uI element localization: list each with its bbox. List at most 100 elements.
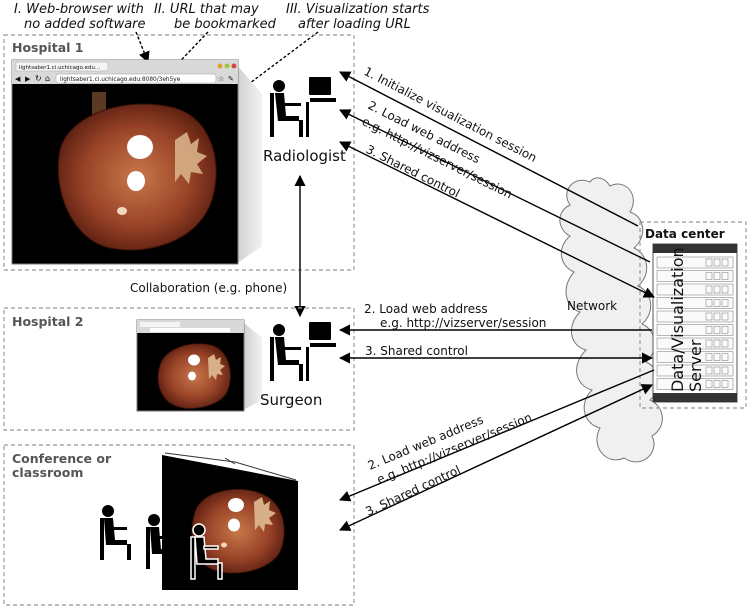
server-drawer xyxy=(656,270,734,282)
back-icon[interactable]: ◀ xyxy=(15,75,21,83)
star-icon[interactable]: ☆ xyxy=(218,75,224,83)
h1-shared-arrow xyxy=(338,141,656,298)
h2-load-label-line2: e.g. http://vizserver/session xyxy=(380,316,546,330)
server-drive-slot xyxy=(705,353,713,361)
server-drive-slot xyxy=(713,380,721,388)
annotation-browser-line2: no added software xyxy=(24,17,146,32)
hospital1-address-bar[interactable] xyxy=(55,73,217,84)
server-drawer xyxy=(656,378,734,390)
server-drive-slot xyxy=(713,326,721,334)
radiologist-label: Radiologist xyxy=(263,147,346,165)
hospital1-title: Hospital 1 xyxy=(12,40,83,55)
hospital2-browser-tab[interactable] xyxy=(140,322,180,327)
server-drawer xyxy=(656,297,734,309)
hospital1-heart-visualization xyxy=(57,92,217,251)
server-drive-slot xyxy=(721,366,729,375)
server-drive-slot xyxy=(705,326,713,334)
reload-icon[interactable]: ↻ xyxy=(35,74,42,83)
annotation-url-line2: be bookmarked xyxy=(174,17,277,32)
server-drawer xyxy=(656,283,734,296)
hospital2-box xyxy=(3,307,355,431)
annotation-browser-line1: I. Web-browser with xyxy=(14,2,144,17)
home-icon[interactable]: ⌂ xyxy=(45,74,50,83)
cl-shared-arrow xyxy=(338,384,654,531)
datacenter-title: Data center xyxy=(645,227,725,241)
hospital1-browser-tab[interactable] xyxy=(15,61,109,72)
hospital1-browser-window: lightsaber1.ci.uchicago.edu... ◀ ▶ ↻ ⌂ l… xyxy=(11,59,239,265)
classroom-title-line1: Conference or xyxy=(12,451,112,466)
annotation-url: II. URL that may be bookmarked xyxy=(154,2,277,32)
server-drive-slot xyxy=(713,299,721,307)
server-drive-slot xyxy=(721,312,729,321)
server-drive-slot xyxy=(721,272,729,280)
annotation-viz: III. Visualization starts after loading … xyxy=(286,2,430,32)
server-drawer xyxy=(656,351,734,363)
surgeon-label: Surgeon xyxy=(260,391,322,409)
annotation-browser-pointer xyxy=(135,31,150,64)
annotation-browser: I. Web-browser with no added software xyxy=(14,2,146,32)
annotation-viz-line2: after loading URL xyxy=(298,17,411,32)
forward-icon[interactable]: ▶ xyxy=(25,75,31,83)
wrench-icon[interactable]: ✎ xyxy=(228,75,234,83)
hospital1-box xyxy=(3,34,355,271)
server-drawer xyxy=(656,310,734,323)
server-drive-slot xyxy=(705,272,713,280)
audience-icon-2 xyxy=(146,514,177,569)
audience-icon-1 xyxy=(100,505,131,560)
h2-shared-label: 3. Shared control xyxy=(365,344,468,358)
server-drive-slot xyxy=(705,258,713,267)
server-rack-units xyxy=(656,256,734,390)
server-drive-slot xyxy=(713,366,721,375)
server-drive-slot xyxy=(705,312,713,321)
server-drive-slot xyxy=(721,380,729,388)
h2-load-label-line1: 2. Load web address xyxy=(364,302,488,316)
hospital2-address-bar[interactable] xyxy=(150,328,230,332)
audience-icon-3 xyxy=(190,523,223,580)
minimize-icon[interactable] xyxy=(217,63,223,69)
server-drive-slot xyxy=(713,312,721,321)
server-drive-slot xyxy=(705,339,713,348)
server-drive-slot xyxy=(721,258,729,267)
server-drive-slot xyxy=(713,353,721,361)
server-drive-slot xyxy=(721,353,729,361)
server-rack-icon xyxy=(652,243,738,403)
hospital2-title: Hospital 2 xyxy=(12,314,83,329)
annotation-url-line1: II. URL that may xyxy=(154,2,259,17)
network-label: Network xyxy=(567,299,617,313)
server-drawer xyxy=(656,364,734,377)
hospital1-address-url: lightsaber1.ci.uchicago.edu:8080/3eh5ye xyxy=(60,77,181,83)
server-drive-slot xyxy=(713,339,721,348)
hospital2-browser-window xyxy=(136,319,245,412)
server-drawer xyxy=(656,324,734,336)
server-drawer xyxy=(656,337,734,350)
server-drive-slot xyxy=(721,339,729,348)
hospital2-heart-visualization xyxy=(157,343,231,409)
server-drive-slot xyxy=(721,285,729,294)
annotation-viz-line1: III. Visualization starts xyxy=(286,2,430,17)
hospital2-projection xyxy=(243,322,262,410)
server-drive-slot xyxy=(713,285,721,294)
hospital1-projection xyxy=(236,64,262,264)
server-drive-slot xyxy=(705,380,713,388)
server-label-line1: Data/Visualization xyxy=(668,247,687,392)
annotation-viz-pointer xyxy=(189,31,319,129)
radiologist-icon xyxy=(270,77,336,137)
classroom-heart-visualization xyxy=(191,488,285,574)
close-icon[interactable] xyxy=(231,63,237,69)
server-drive-slot xyxy=(721,326,729,334)
surgeon-icon xyxy=(270,322,336,381)
server-drive-slot xyxy=(713,272,721,280)
server-drive-slot xyxy=(713,258,721,267)
server-drive-slot xyxy=(705,299,713,307)
datacenter-box xyxy=(639,221,747,409)
server-drive-slot xyxy=(721,299,729,307)
hospital1-browser-tab-label: lightsaber1.ci.uchicago.edu... xyxy=(19,65,100,71)
classroom-title-line2: classroom xyxy=(12,465,83,480)
network-cloud xyxy=(559,177,663,463)
maximize-icon[interactable] xyxy=(224,63,230,69)
server-drive-slot xyxy=(705,285,713,294)
server-drive-slot xyxy=(705,366,713,375)
collaboration-label: Collaboration (e.g. phone) xyxy=(130,281,287,295)
projection-screen xyxy=(162,452,298,590)
